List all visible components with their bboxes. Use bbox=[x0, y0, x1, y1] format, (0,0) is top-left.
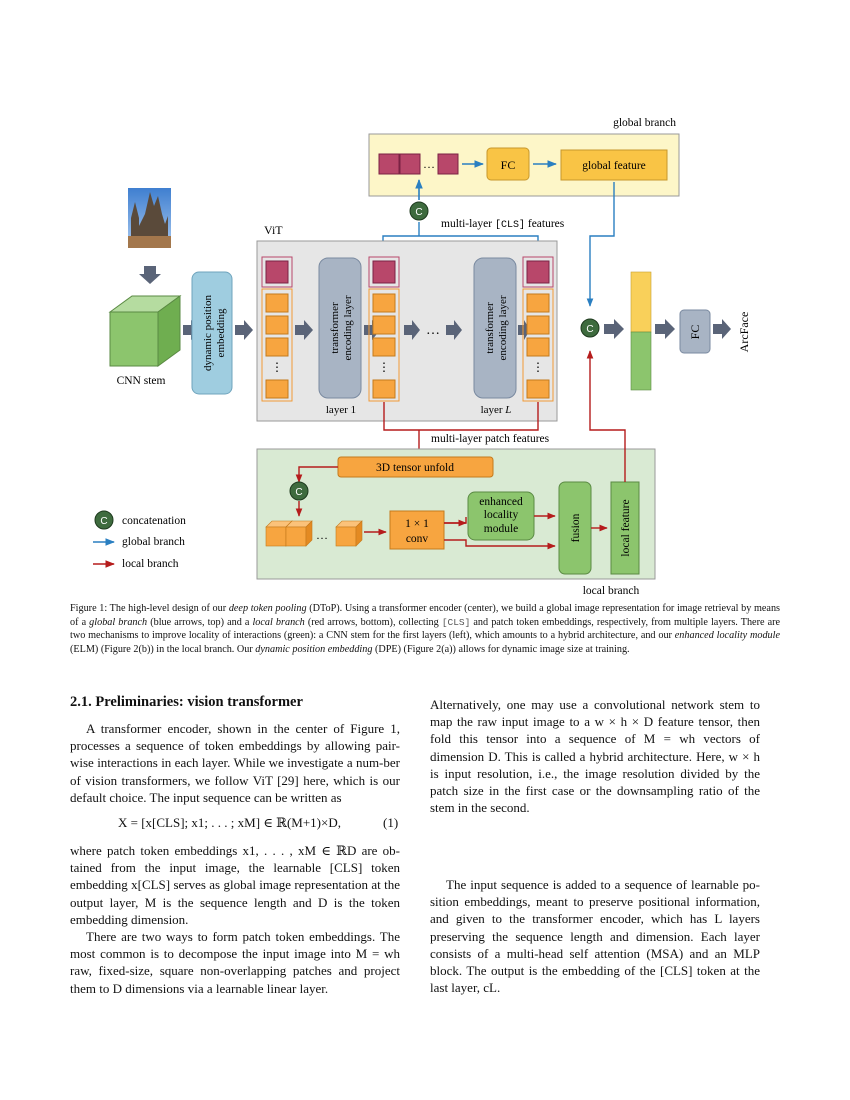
transformer-layer-L bbox=[473, 257, 517, 399]
caption-text: (DPE) (Figure 2(a)) allows for dynamic i… bbox=[372, 643, 630, 655]
legend: C concatenation global branch local bran… bbox=[93, 510, 186, 570]
multilayer-patch-label: multi-layer patch features bbox=[431, 433, 550, 445]
cnn-stem-cube bbox=[108, 295, 182, 367]
ellipsis: … bbox=[426, 323, 440, 338]
vdots: ⋮ bbox=[378, 360, 390, 374]
fc-global-label: FC bbox=[501, 158, 516, 172]
caption-text: (red arrows, bottom), collecting bbox=[304, 616, 442, 628]
cnn-stem-label: CNN stem bbox=[117, 375, 166, 387]
caption-text: (blue arrows, top) and a bbox=[147, 616, 253, 628]
caption-text: deep token pooling bbox=[228, 603, 307, 614]
figure-caption: Figure 1: The high-level design of our d… bbox=[70, 602, 780, 656]
patch-cube bbox=[335, 520, 363, 547]
section-heading: 2.1. Preliminaries: vision transformer bbox=[70, 694, 303, 710]
legend-concatenation: concatenation bbox=[122, 515, 186, 527]
input-image bbox=[128, 188, 171, 248]
global-feature-label: global feature bbox=[582, 160, 646, 172]
equation-number: (1) bbox=[383, 815, 399, 830]
concat-symbol: C bbox=[100, 516, 107, 527]
concat-icon bbox=[94, 510, 114, 530]
concat-icon bbox=[289, 481, 309, 501]
concat-icon bbox=[409, 201, 429, 221]
cls-token-block bbox=[378, 153, 400, 175]
figure-1-diagram: global branch … FC global feature C mult… bbox=[93, 117, 751, 597]
cls-token-block bbox=[437, 153, 459, 175]
transformer-layer-1 bbox=[318, 257, 362, 399]
local-feature-label: local feature bbox=[620, 499, 632, 556]
right-column-p1: Alternatively, one may use a convolution… bbox=[430, 696, 760, 816]
caption-text: (DToP). Using a transformer encoder (cen… bbox=[70, 603, 781, 628]
concat-feature-green bbox=[630, 331, 652, 391]
concat-symbol: C bbox=[415, 207, 422, 218]
caption-text: dynamic position embedding bbox=[255, 643, 373, 655]
vit-label: ViT bbox=[264, 223, 283, 237]
concat-feature-yellow bbox=[630, 271, 652, 333]
layer-1-label: layer 1 bbox=[326, 404, 356, 416]
global-branch-title: global branch bbox=[613, 117, 676, 129]
ellipsis: … bbox=[316, 528, 328, 542]
right-column-p2: The input sequence is added to a sequenc… bbox=[430, 876, 760, 996]
caption-text: enhanced locality module bbox=[674, 630, 780, 642]
conv-1x1-box bbox=[389, 510, 445, 550]
caption-text: [CLS] bbox=[441, 616, 471, 628]
tensor-unfold-label: 3D tensor unfold bbox=[376, 462, 454, 474]
legend-local-branch: local branch bbox=[122, 558, 179, 570]
paragraph: Alternatively, one may use a convolution… bbox=[430, 697, 760, 816]
vdots: ⋮ bbox=[271, 360, 283, 374]
equation-1: X = [x[CLS]; x1; . . . ; xM] ∈ ℝ(M+1)×D, bbox=[118, 815, 341, 830]
global-branch-panel: global branch … FC global feature bbox=[368, 117, 680, 197]
dpe-label: dynamic positionembedding bbox=[202, 294, 227, 371]
paragraph: There are two ways to form patch token e… bbox=[70, 929, 400, 996]
global-feature-box bbox=[560, 149, 668, 181]
vdots: ⋮ bbox=[532, 360, 544, 374]
fc-final-box bbox=[679, 309, 711, 354]
paragraph: The input sequence is added to a sequenc… bbox=[430, 877, 760, 996]
tel-label: transformerencoding layer bbox=[484, 295, 509, 360]
paragraph: where patch token embeddings x1, . . . ,… bbox=[70, 843, 400, 927]
dynamic-position-embedding-box bbox=[191, 271, 233, 395]
vit-panel: ViT ⋮ transformerencoding layer layer 1 … bbox=[256, 223, 558, 422]
layer-L-label: layer L bbox=[481, 404, 512, 416]
ellipsis: … bbox=[423, 157, 435, 171]
local-branch-title: local branch bbox=[583, 585, 640, 597]
fc-final-label: FC bbox=[688, 325, 702, 340]
concat-symbol: C bbox=[295, 487, 302, 498]
legend-global-branch: global branch bbox=[122, 536, 185, 548]
paragraph: A transformer encoder, shown in the cent… bbox=[70, 721, 400, 805]
multilayer-cls-label: multi-layer [CLS] features bbox=[441, 218, 565, 231]
caption-text: and patch token embeddings, respectively… bbox=[70, 616, 781, 642]
local-feature-box bbox=[610, 481, 640, 575]
concat-icon bbox=[580, 318, 600, 338]
left-column-p1: A transformer encoder, shown in the cent… bbox=[70, 720, 400, 806]
left-column-p2: where patch token embeddings x1, . . . ,… bbox=[70, 842, 400, 997]
caption-text: Figure 1: The high-level design of our bbox=[70, 603, 229, 614]
patch-cube bbox=[285, 520, 313, 547]
caption-text: (ELM) (Figure 2(b)) in the local branch.… bbox=[70, 643, 256, 655]
arcface-label: ArcFace bbox=[737, 312, 751, 353]
caption-text: global branch bbox=[89, 616, 148, 628]
caption-text: local branch bbox=[252, 616, 305, 628]
concat-symbol: C bbox=[586, 324, 593, 335]
fusion-label: fusion bbox=[570, 513, 582, 542]
cls-token-block bbox=[399, 153, 421, 175]
fc-global-box bbox=[486, 147, 530, 181]
tel-label: transformerencoding layer bbox=[329, 295, 354, 360]
